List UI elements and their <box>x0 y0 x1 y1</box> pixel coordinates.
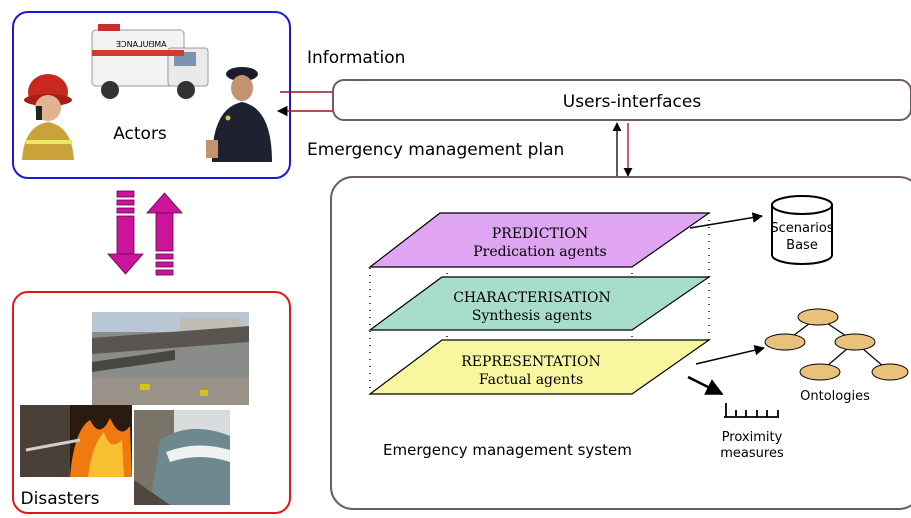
disasters-label: Disasters <box>21 489 100 509</box>
emergency-plan-label: Emergency management plan <box>307 140 564 160</box>
users-interfaces-box: Users-interfaces <box>332 79 911 121</box>
representation-title: REPRESENTATION <box>461 354 601 370</box>
prediction-to-scenarios-arrow <box>689 212 764 229</box>
tsunami-image <box>134 410 230 505</box>
scenarios-base-icon: Scenarios Base <box>770 195 834 265</box>
characterisation-subtitle: Synthesis agents <box>472 308 592 324</box>
ontologies-label: Ontologies <box>800 389 870 404</box>
representation-plane <box>368 339 711 395</box>
scenarios-base-line1: Scenarios <box>770 221 834 236</box>
scenarios-base-line2: Base <box>786 238 818 253</box>
ontologies-tree-icon: Ontologies <box>764 308 909 404</box>
police-officer-image <box>206 67 272 162</box>
characterisation-layer: CHARACTERISATION Synthesis agents <box>368 276 711 331</box>
representation-layer: REPRESENTATION Factual agents <box>368 339 711 395</box>
emergency-system-label: Emergency management system <box>383 441 632 459</box>
representation-to-proximity-arrow <box>687 375 724 396</box>
proximity-line1: Proximity <box>722 430 783 445</box>
actors-label: Actors <box>113 124 167 144</box>
firefighter-image <box>22 74 74 160</box>
information-label: Information <box>307 48 405 68</box>
disasters-box: Disasters <box>12 291 291 514</box>
representation-subtitle: Factual agents <box>479 372 583 388</box>
proximity-measures-icon <box>724 403 779 418</box>
actors-box: ƎƆNA⅃UᗺMA Actors <box>12 11 291 179</box>
fire-image <box>20 405 132 477</box>
proximity-line2: measures <box>720 446 784 461</box>
prediction-plane <box>368 212 711 268</box>
collapsed-highway-image <box>92 312 249 405</box>
prediction-title: PREDICTION <box>492 226 588 242</box>
characterisation-plane <box>368 276 711 331</box>
ambulance-image: ƎƆNA⅃UᗺMA <box>91 24 209 99</box>
up-arrow <box>146 192 183 276</box>
down-arrow <box>107 190 144 275</box>
prediction-subtitle: Predication agents <box>473 244 606 260</box>
users-interfaces-frame <box>332 79 911 121</box>
representation-to-ontologies-arrow <box>695 345 766 365</box>
actors-disasters-arrows <box>107 190 183 276</box>
users-interfaces-label: Users-interfaces <box>563 92 702 112</box>
characterisation-title: CHARACTERISATION <box>453 290 611 306</box>
ambulance-lettering: ƎƆNA⅃UᗺMA <box>116 40 167 49</box>
prediction-layer: PREDICTION Predication agents <box>368 212 711 268</box>
